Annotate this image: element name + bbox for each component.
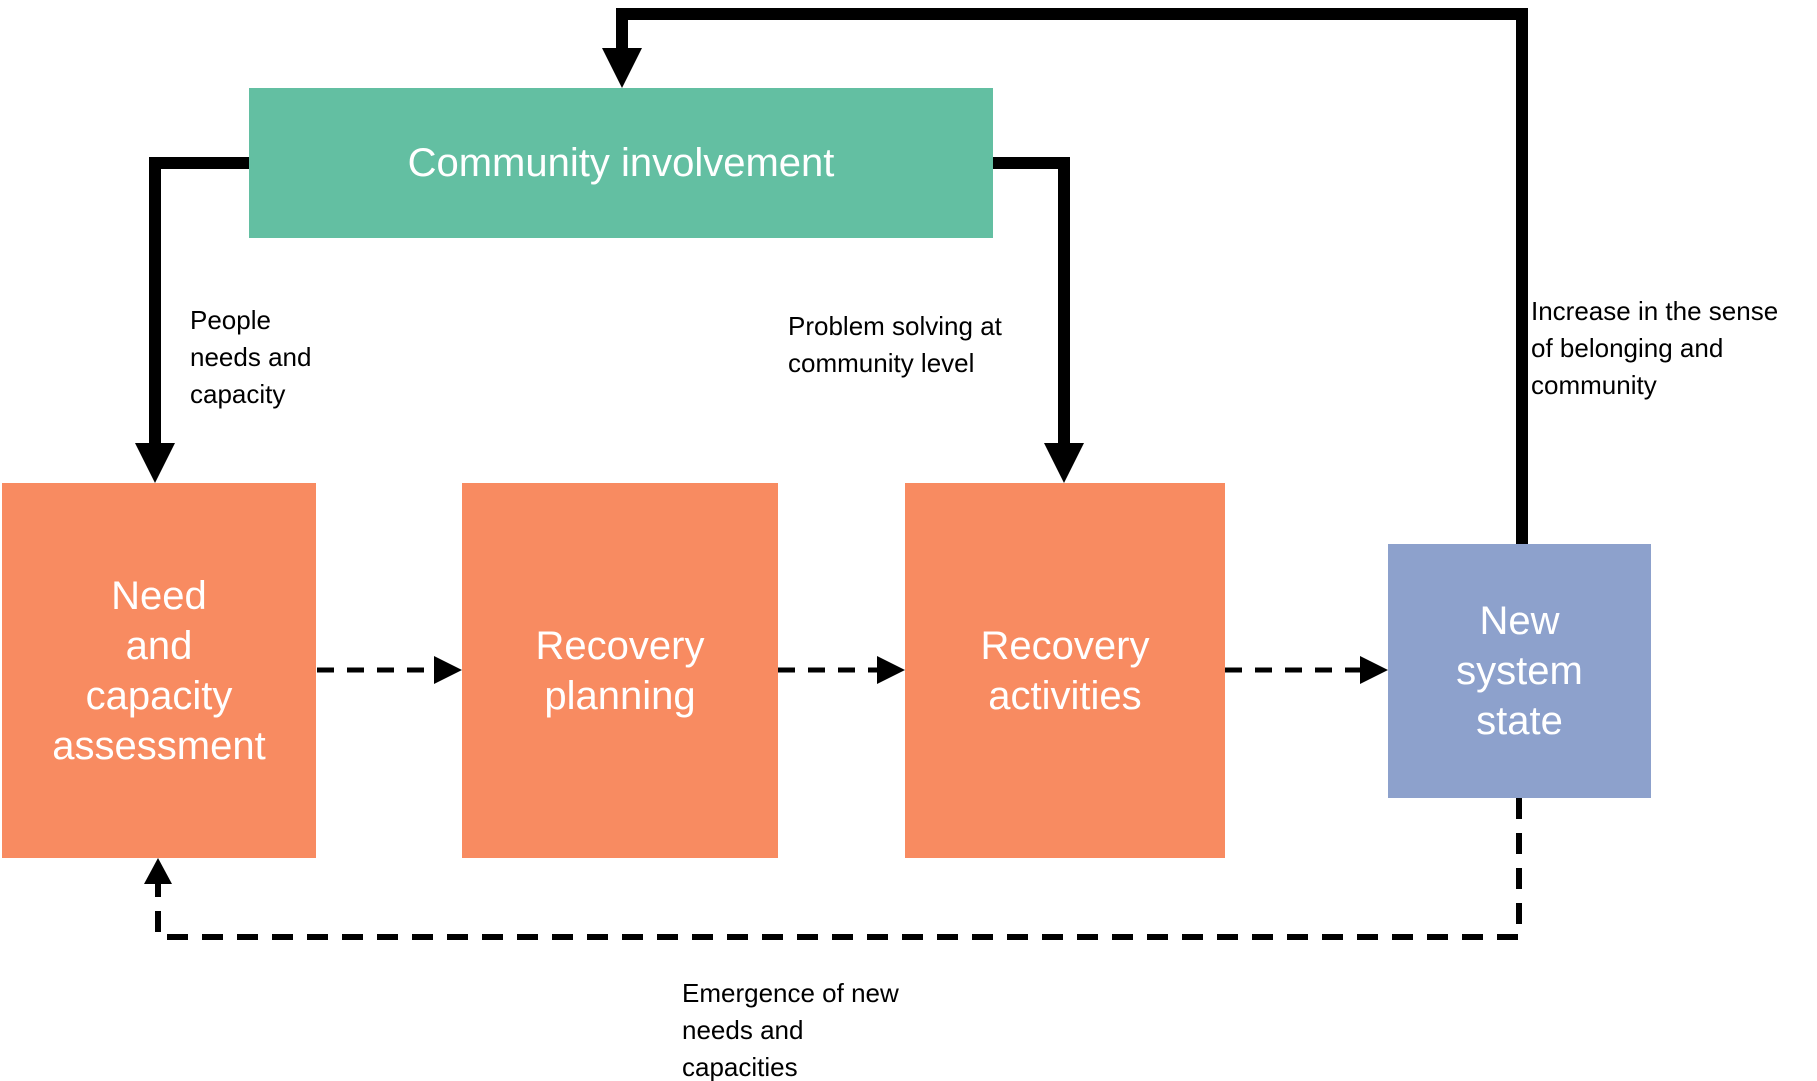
node-recovery-activities: Recovery activities <box>905 483 1225 858</box>
edge-label-increase-belonging: Increase in the sense of belonging and c… <box>1531 296 1779 400</box>
edge-label-problem-solving: Problem solving at community level <box>788 311 1002 378</box>
node-community-involvement: Community involvement <box>249 88 993 238</box>
edge-need-assessment-to-recovery-planning <box>317 656 462 684</box>
edge-recovery-activities-to-new-system-state <box>1225 656 1388 684</box>
edge-label-people-needs-and-capacity: People needs and capacity <box>190 305 312 409</box>
edge-new-system-state-to-need-assessment <box>144 798 1522 940</box>
edge-recovery-planning-to-recovery-activities <box>778 656 905 684</box>
node-new-system-state: New system state <box>1388 544 1651 798</box>
node-recovery-planning: Recovery planning <box>462 483 778 858</box>
node-need-and-capacity-assessment: Need and capacity assessment <box>2 483 316 858</box>
edge-label-emergence-of-new-needs: Emergence of new needs and capacities <box>682 978 899 1081</box>
edge-community-involvement-to-recovery-activities <box>993 157 1084 483</box>
